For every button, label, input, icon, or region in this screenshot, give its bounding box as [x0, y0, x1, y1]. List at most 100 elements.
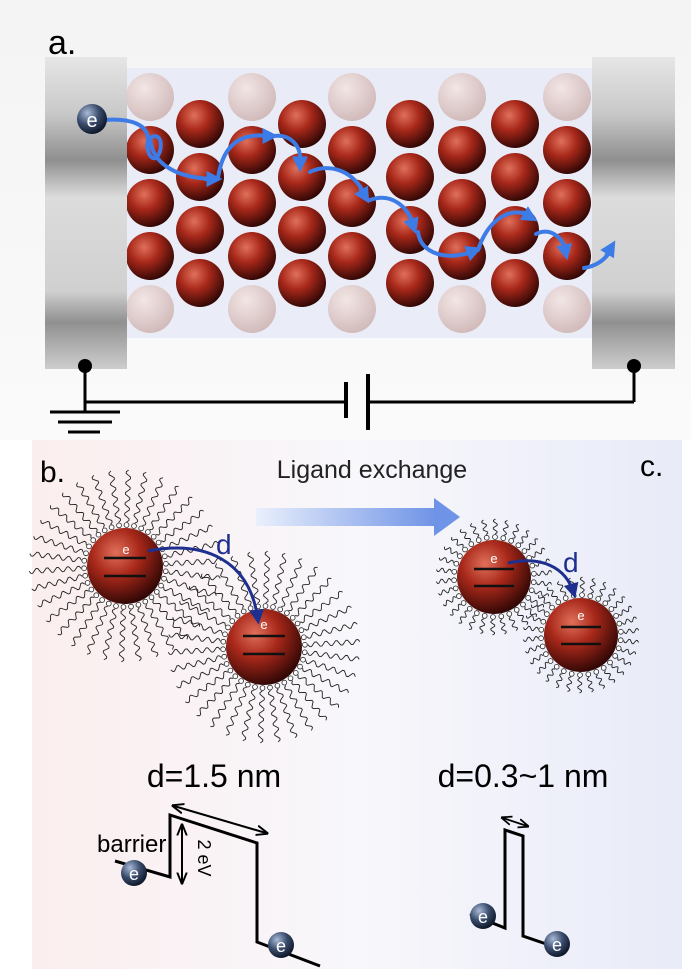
ligand-anchor	[617, 637, 624, 643]
ligand-chain	[579, 576, 585, 593]
ligand-anchor	[138, 525, 145, 532]
long-ligand-shell-1	[28, 469, 222, 663]
ligand-anchor	[229, 618, 236, 624]
ligand-chain	[492, 518, 498, 535]
ligand-anchor	[553, 663, 560, 670]
ligand-anchor	[483, 534, 490, 541]
ligand-chain	[225, 686, 247, 736]
ligand-chain	[129, 609, 142, 662]
ligand-anchor	[84, 580, 91, 586]
ligand-anchor	[544, 611, 550, 617]
distance-symbol-b: d	[216, 529, 232, 560]
ligand-anchor	[221, 653, 228, 660]
ligand-anchor	[259, 685, 266, 691]
ligand-anchor	[128, 603, 134, 610]
ligand-chain	[276, 688, 298, 739]
ligand-chain	[168, 632, 221, 644]
ligand-chain	[589, 578, 596, 594]
ligand-anchor	[539, 643, 546, 650]
ligand-anchor	[301, 649, 308, 656]
spacing-label-b: d=1.5 nm	[147, 758, 281, 794]
nanocrystal	[491, 153, 539, 201]
ligand-chain	[189, 586, 231, 620]
ligand-chain	[520, 530, 530, 544]
ligand-anchor	[220, 646, 226, 652]
ligand-anchor	[90, 537, 96, 543]
nanocrystal	[278, 153, 326, 201]
ligand-anchor	[222, 631, 228, 638]
ligand-anchor	[513, 607, 520, 613]
ligand-chain	[611, 664, 624, 675]
electron-c-before-symbol: e	[478, 907, 488, 927]
nanocrystal	[126, 232, 174, 280]
ligand-anchor	[225, 624, 231, 631]
ligand-anchor	[154, 589, 160, 595]
ligand-anchor	[120, 604, 127, 610]
nanocrystal	[543, 179, 591, 227]
ligand-chain	[536, 580, 552, 587]
ligand-chain	[200, 573, 237, 614]
barrier-label: barrier	[97, 831, 166, 858]
ligand-anchor	[595, 596, 601, 602]
ligand-anchor	[451, 577, 457, 583]
ligand-anchor	[498, 613, 505, 620]
exchange-arrow-shaft	[256, 508, 436, 526]
ligand-anchor	[287, 675, 294, 682]
ligand-anchor	[460, 600, 467, 606]
ligand-anchor	[162, 553, 168, 560]
ligand-anchor	[607, 659, 613, 666]
ligand-chain	[529, 653, 544, 665]
ligand-chain	[307, 639, 361, 648]
nanocrystal-c2	[544, 598, 618, 672]
ligand-anchor	[284, 610, 290, 616]
ligand-chain	[512, 524, 520, 539]
ligand-anchor	[252, 684, 258, 690]
nanocrystal	[126, 179, 174, 227]
ligand-anchor	[108, 524, 115, 530]
ligand-chain	[599, 582, 607, 597]
nanocrystal	[328, 126, 376, 174]
ligand-chain	[291, 680, 328, 721]
ligand-chain	[284, 685, 313, 731]
ligand-anchor	[113, 603, 119, 609]
nanocrystal	[228, 232, 276, 280]
ligand-anchor	[289, 614, 296, 621]
ligand-anchor	[101, 527, 108, 534]
ligand-chain	[152, 599, 189, 640]
ligand-chain	[163, 587, 210, 613]
ligand-anchor	[525, 595, 531, 601]
ligand-chain	[516, 612, 529, 625]
right-terminal	[627, 359, 641, 373]
ligand-chain	[603, 670, 616, 683]
ligand-chain	[577, 677, 583, 694]
ligand-chain	[530, 599, 544, 608]
ligand-chain	[525, 615, 541, 622]
ligand-anchor	[234, 612, 241, 619]
ligand-anchor	[453, 560, 460, 567]
ligand-chain	[28, 565, 82, 574]
ligand-chain	[525, 645, 541, 654]
ligand-chain	[444, 546, 458, 555]
ligand-anchor	[568, 671, 575, 677]
ligand-chain	[40, 519, 87, 545]
ligand-anchor	[220, 638, 227, 645]
ligand-chain	[230, 555, 252, 606]
ligand-anchor	[602, 600, 609, 606]
ligand-anchor	[142, 598, 149, 605]
ligand-chain	[586, 676, 594, 693]
nanocrystal	[126, 73, 174, 121]
ligand-chain	[307, 650, 360, 662]
ligand-anchor	[274, 682, 281, 689]
ligand-anchor	[106, 600, 112, 607]
ligand-chain	[526, 538, 539, 551]
electron-label-b2: e	[260, 617, 267, 632]
ligand-chain	[297, 674, 339, 708]
panel-b-label: b.	[40, 456, 65, 489]
exchange-arrow-head	[434, 498, 460, 536]
electron-b-before	[121, 860, 147, 886]
right-electrode	[592, 57, 675, 369]
ligand-chain	[469, 523, 480, 538]
nanocrystal	[328, 179, 376, 227]
ligand-anchor	[608, 606, 615, 612]
